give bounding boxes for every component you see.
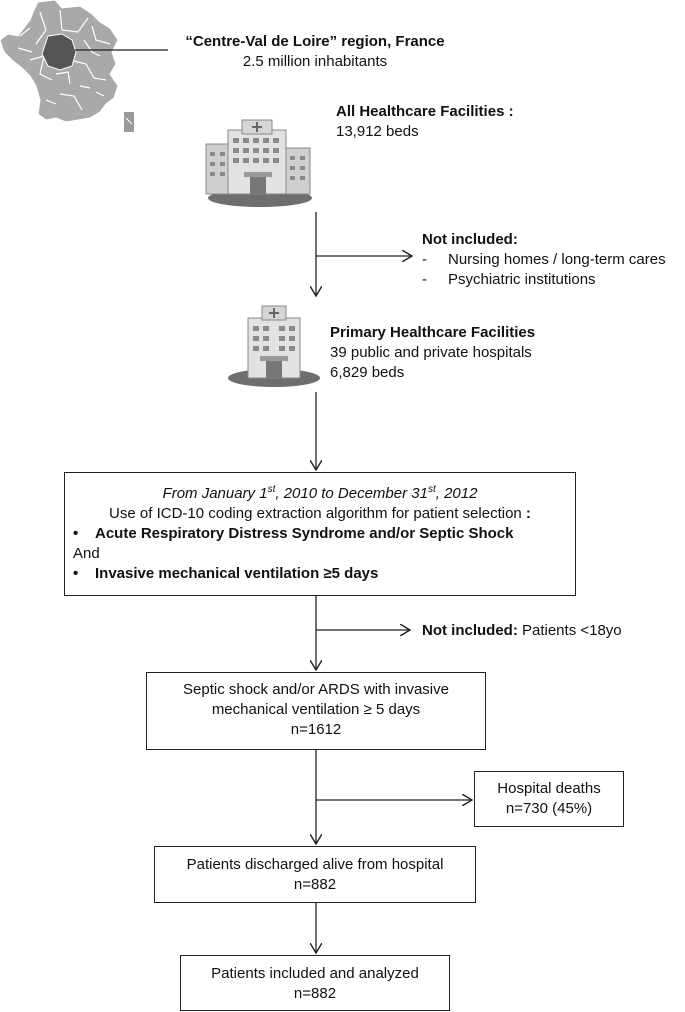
france-map-icon — [0, 0, 134, 132]
primary-facilities-hospitals: 39 public and private hospitals — [330, 344, 532, 361]
primary-facilities-title: Primary Healthcare Facilities — [330, 324, 536, 341]
deaths-label: Hospital deaths — [497, 780, 601, 797]
hospital-icon — [228, 305, 320, 387]
hospital-deaths-box: Hospital deaths n=730 (45%) — [474, 771, 624, 827]
cohort-box: Septic shock and/or ARDS with invasive m… — [146, 672, 486, 750]
discharged-box: Patients discharged alive from hospital … — [154, 846, 476, 903]
highlight-region — [41, 33, 77, 71]
discharged-label: Patients discharged alive from hospital — [186, 856, 444, 873]
all-facilities-label: All Healthcare Facilities : 13,912 beds — [336, 102, 536, 142]
algorithm-text: Use of ICD-10 coding extraction algorith… — [109, 505, 531, 522]
and-connector: And — [73, 545, 100, 562]
cohort-line2: mechanical ventilation ≥ 5 days — [211, 701, 421, 718]
exclusion-1-item: -Psychiatric institutions — [422, 271, 596, 288]
primary-facilities-label: Primary Healthcare Facilities 39 public … — [330, 323, 590, 383]
region-label: “Centre-Val de Loire” region, France 2.5… — [165, 32, 465, 72]
criterion-2: •Invasive mechanical ventilation ≥5 days — [73, 565, 379, 582]
final-label: Patients included and analyzed — [211, 965, 419, 982]
region-population: 2.5 million inhabitants — [242, 53, 388, 70]
final-cohort-box: Patients included and analyzed n=882 — [180, 955, 450, 1011]
exclusion-1-title: Not included: — [422, 231, 518, 248]
deaths-count: n=730 (45%) — [505, 800, 593, 817]
primary-facilities-beds: 6,829 beds — [330, 364, 405, 381]
exclusion-1: Not included: -Nursing homes / long-term… — [422, 230, 685, 290]
discharged-count: n=882 — [293, 876, 337, 893]
cohort-line1: Septic shock and/or ARDS with invasive — [183, 681, 449, 698]
cohort-count: n=1612 — [290, 721, 342, 738]
study-period: From January 1st, 2010 to December 31st,… — [162, 484, 478, 502]
criterion-1: •Acute Respiratory Distress Syndrome and… — [73, 525, 514, 542]
exclusion-2: Not included: Patients <18yo — [422, 621, 685, 641]
all-facilities-beds: 13,912 beds — [336, 123, 419, 140]
region-title: “Centre-Val de Loire” region, France — [185, 33, 445, 50]
exclusion-2-title: Not included: — [422, 622, 518, 639]
exclusion-2-text: Patients <18yo — [517, 622, 622, 639]
exclusion-1-item: -Nursing homes / long-term cares — [422, 251, 666, 268]
hospital-cluster-icon — [205, 119, 312, 207]
final-count: n=882 — [293, 985, 337, 1002]
selection-criteria-box: From January 1st, 2010 to December 31st,… — [64, 472, 576, 596]
all-facilities-title: All Healthcare Facilities : — [336, 103, 514, 120]
